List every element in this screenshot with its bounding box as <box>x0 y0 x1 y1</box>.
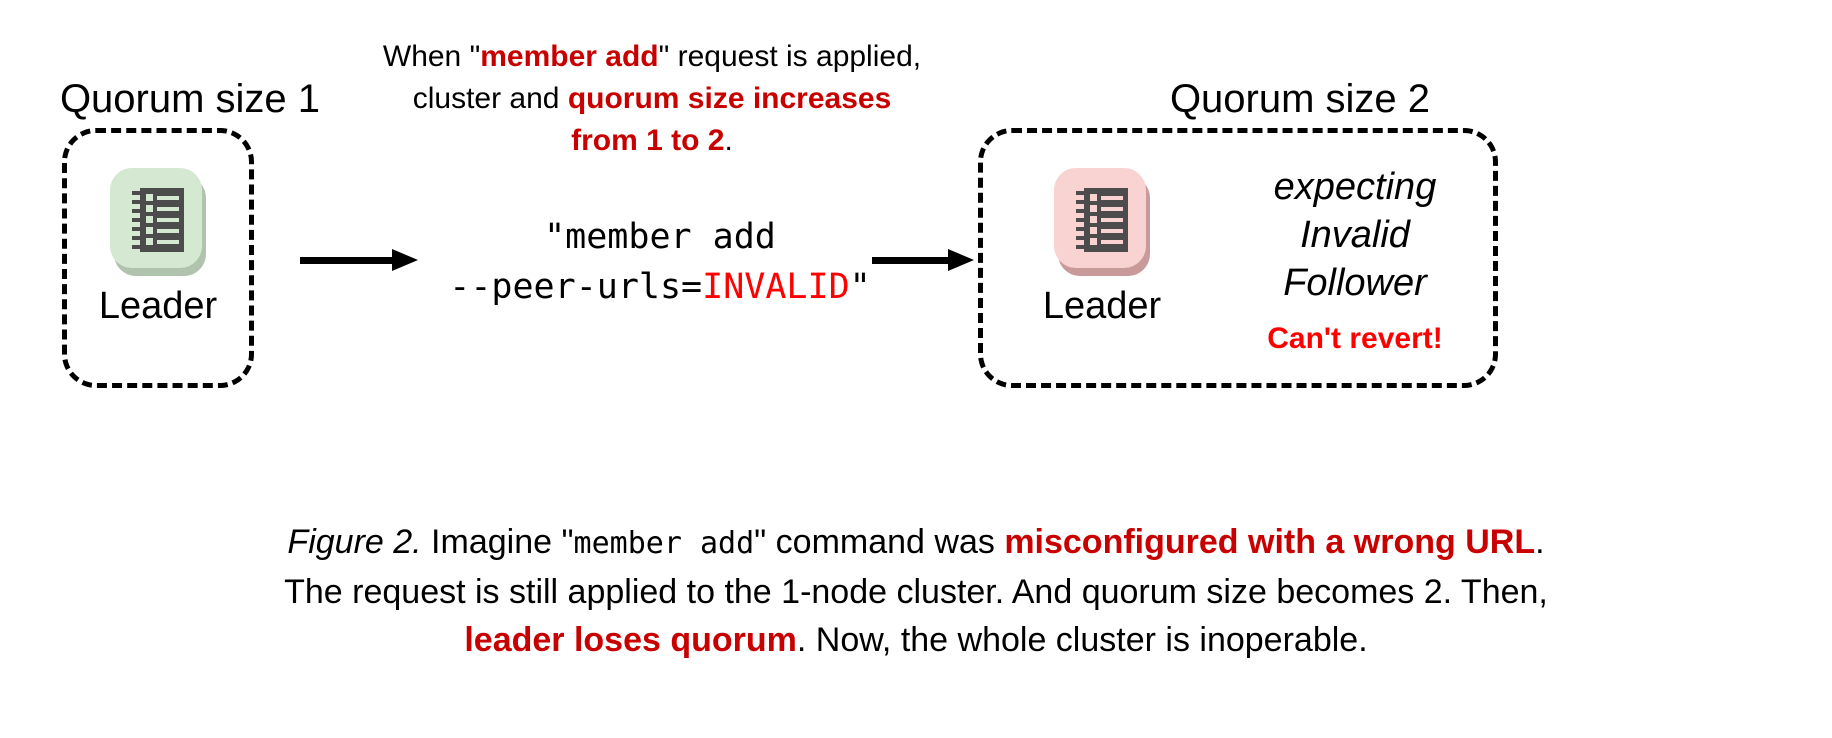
annotation-note: When "member add" request is applied, cl… <box>348 36 956 162</box>
server-log-icon-right <box>1054 164 1150 276</box>
glyph-square <box>146 227 153 234</box>
arrow-left-to-command <box>300 249 420 271</box>
figure-number: Figure 2. <box>287 523 422 561</box>
status-line-3: Follower <box>1283 262 1427 304</box>
glyph-line <box>157 207 179 211</box>
glyph-line <box>157 240 179 244</box>
glyph-line <box>1101 218 1123 222</box>
caption-l3-highlight: leader loses quorum <box>464 621 797 659</box>
command-text: "member add --peer-urls=INVALID" <box>440 212 880 312</box>
arrow-shaft <box>300 257 396 264</box>
annotation-line1-highlight: member add <box>480 40 659 73</box>
arrow-shaft <box>872 257 952 264</box>
cluster-boundary-left <box>62 128 254 388</box>
glyph-square <box>1090 216 1097 223</box>
caption-l1-mono: member add <box>573 526 755 561</box>
glyph-tab <box>1076 218 1087 222</box>
arrow-head <box>948 249 974 271</box>
annotation-line-2: cluster and quorum size increases <box>348 78 956 120</box>
caption-l1-c: . <box>1535 523 1545 561</box>
annotation-line1-text-a: When " <box>382 40 481 73</box>
caption-l1-highlight: misconfigured with a wrong URL <box>1004 523 1536 561</box>
glyph-line <box>157 196 179 200</box>
glyph-line <box>1101 207 1123 211</box>
glyph-tab <box>132 191 143 195</box>
glyph-tab <box>132 227 143 231</box>
annotation-line3-highlight: from 1 to 2 <box>571 124 725 157</box>
command-line-1: "member add <box>544 217 776 257</box>
cluster-boundary-right <box>978 128 1498 388</box>
caption-line-3: leader loses quorum. Now, the whole clus… <box>36 616 1796 664</box>
glyph-square <box>1090 227 1097 234</box>
glyph-tab <box>132 200 143 204</box>
glyph-line <box>1101 196 1123 200</box>
glyph-square <box>1090 205 1097 212</box>
glyph-tab <box>1076 236 1087 240</box>
glyph-tab <box>1076 245 1087 249</box>
caption-line-2: The request is still applied to the 1-no… <box>284 573 1548 611</box>
glyph-tab <box>132 209 143 213</box>
status-text-block: expecting Invalid Follower Can't revert! <box>1230 163 1480 357</box>
annotation-line1-text-c: " request is applied, <box>658 40 922 73</box>
glyph-line <box>1101 229 1123 233</box>
command-line-2: --peer-urls=INVALID" <box>440 262 880 312</box>
glyph-tab <box>132 236 143 240</box>
status-warning-label: Can't revert! <box>1267 322 1443 355</box>
glyph-line <box>157 229 179 233</box>
command-invalid-value: INVALID <box>702 267 850 307</box>
command-flag: --peer-urls= <box>449 267 703 307</box>
annotation-line-3: from 1 to 2. <box>348 120 956 162</box>
glyph-square <box>146 194 153 201</box>
glyph-tab <box>132 218 143 222</box>
glyph-line <box>1101 240 1123 244</box>
glyph-tab <box>1076 227 1087 231</box>
command-close-quote: " <box>849 267 871 307</box>
caption-l3-a: . Now, the whole cluster is inoperable. <box>796 621 1368 659</box>
icon-tile <box>1054 168 1146 268</box>
status-line-2: Invalid <box>1300 214 1410 256</box>
glyph-line <box>157 218 179 222</box>
log-glyph <box>132 188 184 252</box>
node-left: Leader <box>68 164 248 328</box>
node-right: Leader <box>1012 164 1192 328</box>
arrow-head <box>392 249 418 271</box>
glyph-square <box>1090 238 1097 245</box>
glyph-square <box>1090 194 1097 201</box>
glyph-tab <box>1076 191 1087 195</box>
glyph-tab <box>1076 200 1087 204</box>
glyph-tab <box>1076 209 1087 213</box>
annotation-line-1: When "member add" request is applied, <box>348 36 956 78</box>
caption-l1-b: " command was <box>754 523 1005 561</box>
annotation-line2-text-a: cluster and <box>412 82 568 115</box>
arrow-command-to-right <box>872 249 976 271</box>
annotation-line2-highlight: quorum size increases <box>567 82 892 115</box>
figure-caption: Figure 2. Imagine "member add" command w… <box>36 518 1796 664</box>
quorum-size-label-left: Quorum size 1 <box>59 77 321 121</box>
icon-tile <box>110 168 202 268</box>
log-glyph <box>1076 188 1128 252</box>
node-role-label-right: Leader <box>1042 285 1162 327</box>
node-role-label-left: Leader <box>98 285 218 327</box>
glyph-square <box>146 205 153 212</box>
annotation-line3-text-c: . <box>724 124 733 157</box>
quorum-size-label-right: Quorum size 2 <box>1169 77 1431 121</box>
glyph-square <box>146 238 153 245</box>
caption-l1-a: Imagine " <box>421 523 574 561</box>
server-log-icon-left <box>110 164 206 276</box>
glyph-tab <box>132 245 143 249</box>
glyph-square <box>146 216 153 223</box>
status-line-1: expecting <box>1273 166 1437 208</box>
caption-line-1: Figure 2. Imagine "member add" command w… <box>36 518 1796 568</box>
